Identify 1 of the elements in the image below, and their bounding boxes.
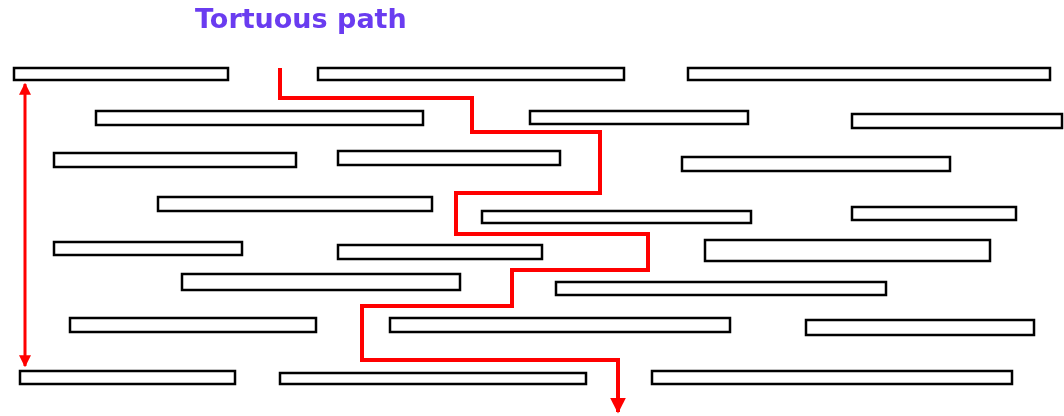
path-label: Tortuous path [195, 3, 407, 35]
